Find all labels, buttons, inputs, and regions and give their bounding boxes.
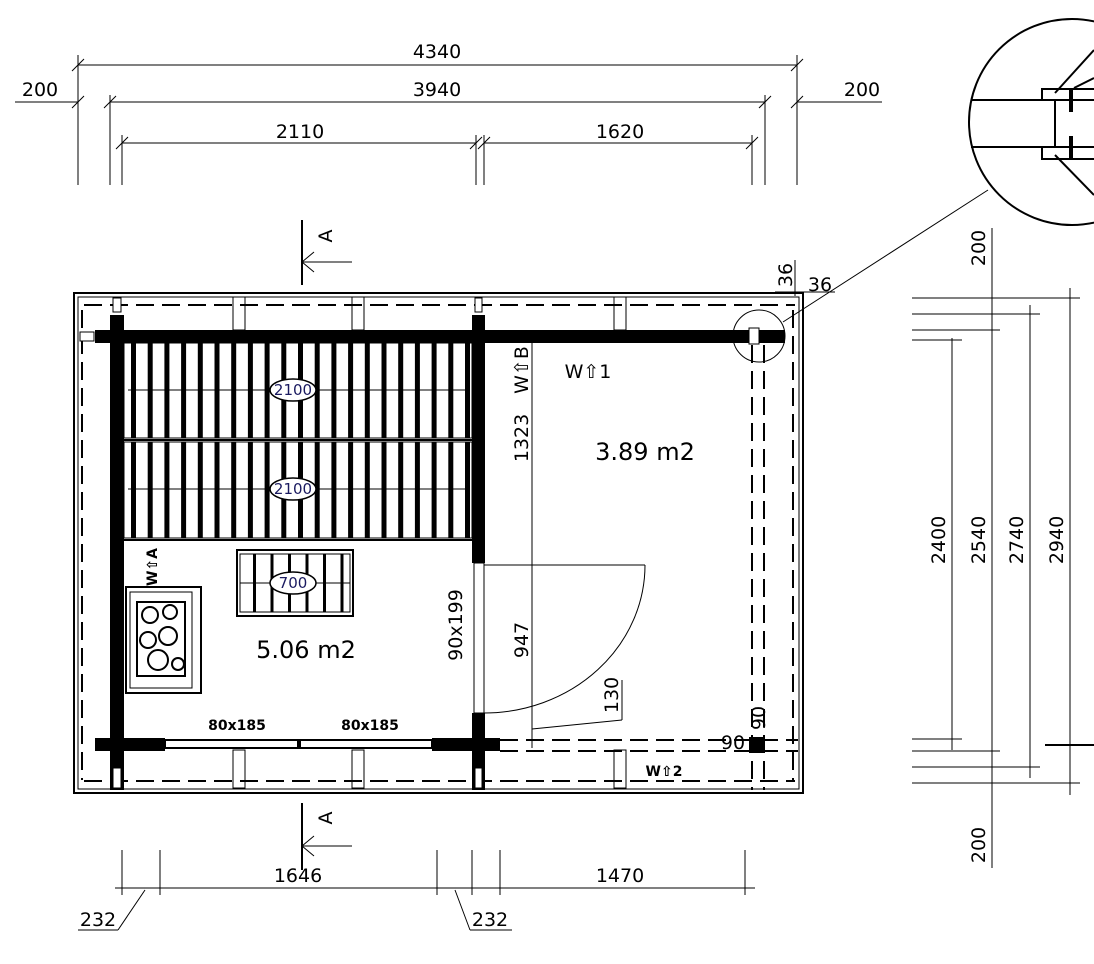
wall-label-a: W⇧A	[145, 548, 161, 586]
door-swing	[473, 343, 646, 748]
bench-slat	[448, 442, 454, 538]
bench-slat	[264, 442, 270, 538]
right-dim-2740: 2740	[1006, 516, 1028, 564]
dim-overall: 4340	[413, 41, 461, 63]
bottom-dim-left-offset: 232	[80, 909, 116, 931]
bench-slat	[181, 442, 187, 538]
corner-post	[749, 737, 765, 753]
right-dimensions: 2400 2540 2740 2940 200 200	[912, 228, 1094, 868]
sauna-stove-icon	[125, 586, 202, 694]
corner-detail	[968, 18, 1094, 226]
dim-dressing-room: 1620	[596, 121, 644, 143]
wall-label-2: W⇧2	[646, 764, 683, 780]
top-dimensions: 4340 3940 200 200 2110 1620	[15, 41, 882, 185]
bench-slat	[431, 442, 437, 538]
wall-label-1: W⇧1	[565, 361, 612, 383]
bottom-dim-right-offset: 232	[472, 909, 508, 931]
window-right-size: 80x185	[341, 718, 399, 734]
post-height: 90	[748, 706, 770, 730]
window-left-size: 80x185	[208, 718, 266, 734]
dim-inner: 3940	[413, 79, 461, 101]
upper-bench-length: 2100	[274, 381, 312, 399]
lower-bench-length: 2100	[274, 480, 312, 498]
dim-sauna-room: 2110	[276, 121, 324, 143]
bench-slat	[231, 442, 237, 538]
bench-size-bubble	[269, 477, 317, 501]
sauna-room-area: 5.06 m2	[256, 636, 356, 664]
dim-right-overhang: 200	[844, 79, 880, 101]
section-label: A	[315, 230, 337, 243]
right-dim-top-overhang: 200	[968, 230, 990, 266]
bench-slat	[414, 442, 420, 538]
wall-label-b: W⇧B	[511, 346, 533, 394]
door-wall-distance: 947	[511, 622, 533, 658]
section-label: A	[315, 812, 337, 825]
bench-size-bubble	[269, 571, 317, 595]
bench-slat	[364, 442, 370, 538]
small-bench-length: 700	[279, 574, 308, 592]
bottom-dimensions: 1646 1470 232 232	[78, 850, 755, 931]
bottom-dim-dressing: 1470	[596, 865, 644, 887]
swing-dimension: 130	[601, 677, 623, 713]
bench-slat	[465, 442, 470, 538]
dressing-room-area: 3.89 m2	[595, 438, 695, 466]
corner-dim-a: 36	[775, 263, 797, 287]
bench-slat	[147, 442, 153, 538]
right-dim-2940: 2940	[1046, 516, 1068, 564]
bench-slat	[331, 442, 337, 538]
bench-slat	[398, 442, 404, 538]
bottom-dim-sauna: 1646	[274, 865, 322, 887]
bench-size-bubble	[269, 378, 317, 402]
detail-callout-circle	[732, 309, 786, 363]
section-marker-bottom: A	[301, 803, 352, 870]
bench-slat	[348, 442, 354, 538]
bench-slat	[381, 442, 387, 538]
post-width: 90	[721, 732, 745, 754]
bench-slat	[131, 442, 136, 538]
dim-left-overhang: 200	[22, 79, 58, 101]
inner-door-size: 90x199	[445, 589, 467, 661]
right-dim-2400: 2400	[928, 516, 950, 564]
bench-slat	[214, 442, 220, 538]
bench-slat	[164, 442, 170, 538]
right-dim-2540: 2540	[968, 516, 990, 564]
bench-slat	[197, 442, 203, 538]
plan: 2100 2100 700	[73, 189, 989, 794]
corner-dim-b: 36	[808, 274, 832, 296]
bench-slat	[247, 442, 253, 538]
door-offset: 1323	[511, 414, 533, 462]
section-marker-top: A	[301, 220, 352, 285]
lower-bench	[123, 441, 473, 539]
bench-slat	[314, 442, 320, 538]
right-dim-bottom-overhang: 200	[968, 827, 990, 863]
